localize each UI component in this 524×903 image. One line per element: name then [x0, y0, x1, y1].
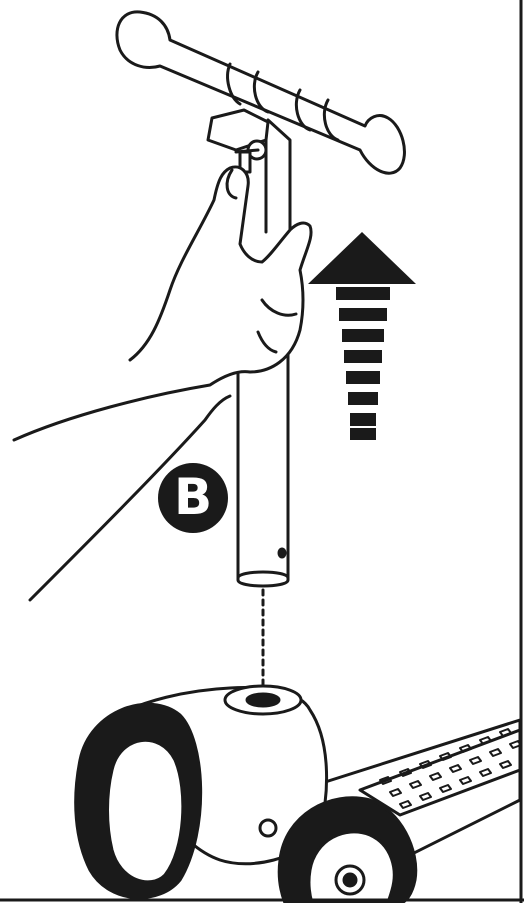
scooter-base-icon	[74, 684, 522, 903]
step-letter: B	[173, 468, 213, 526]
hand-icon	[12, 165, 313, 602]
deck-grip-pattern	[379, 728, 522, 809]
up-arrow-icon	[308, 232, 416, 440]
step-badge: B	[158, 463, 228, 533]
handlebar-icon	[115, 10, 406, 175]
